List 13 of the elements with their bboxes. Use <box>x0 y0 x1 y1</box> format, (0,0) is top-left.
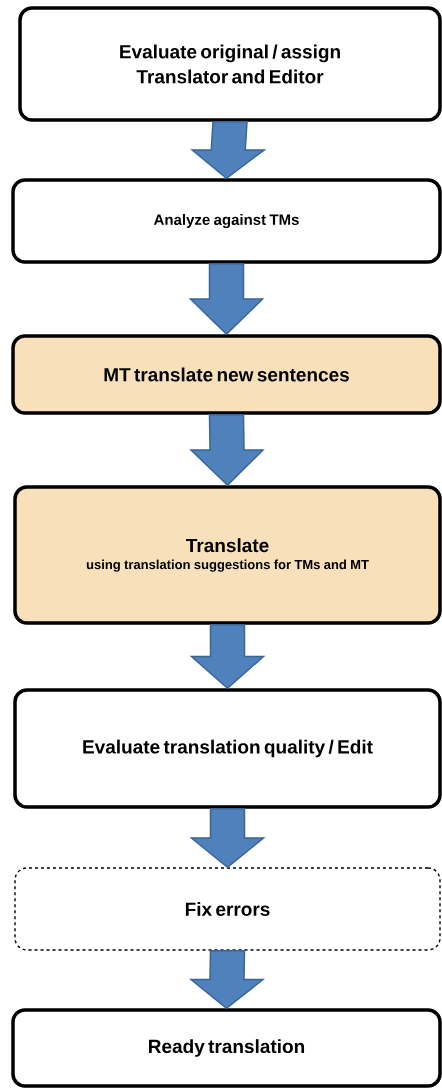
block-arrow <box>189 624 266 690</box>
process-box: Ready translation <box>11 1008 442 1088</box>
block-arrow <box>188 949 266 1010</box>
block-arrow <box>189 414 265 487</box>
process-box: Analyze against TMs <box>11 178 442 264</box>
process-box: Translate using translation suggestions for TMs and MT <box>13 485 442 625</box>
process-box: Evaluate original / assign Translator and Editor <box>18 6 442 122</box>
process-box: Evaluate translation quality / Edit <box>13 688 442 809</box>
block-arrow <box>188 263 265 336</box>
block-arrow <box>189 808 266 869</box>
process-box: MT translate new sentences <box>11 334 442 415</box>
block-arrow <box>190 121 267 180</box>
process-box: Fix errors <box>14 867 441 951</box>
